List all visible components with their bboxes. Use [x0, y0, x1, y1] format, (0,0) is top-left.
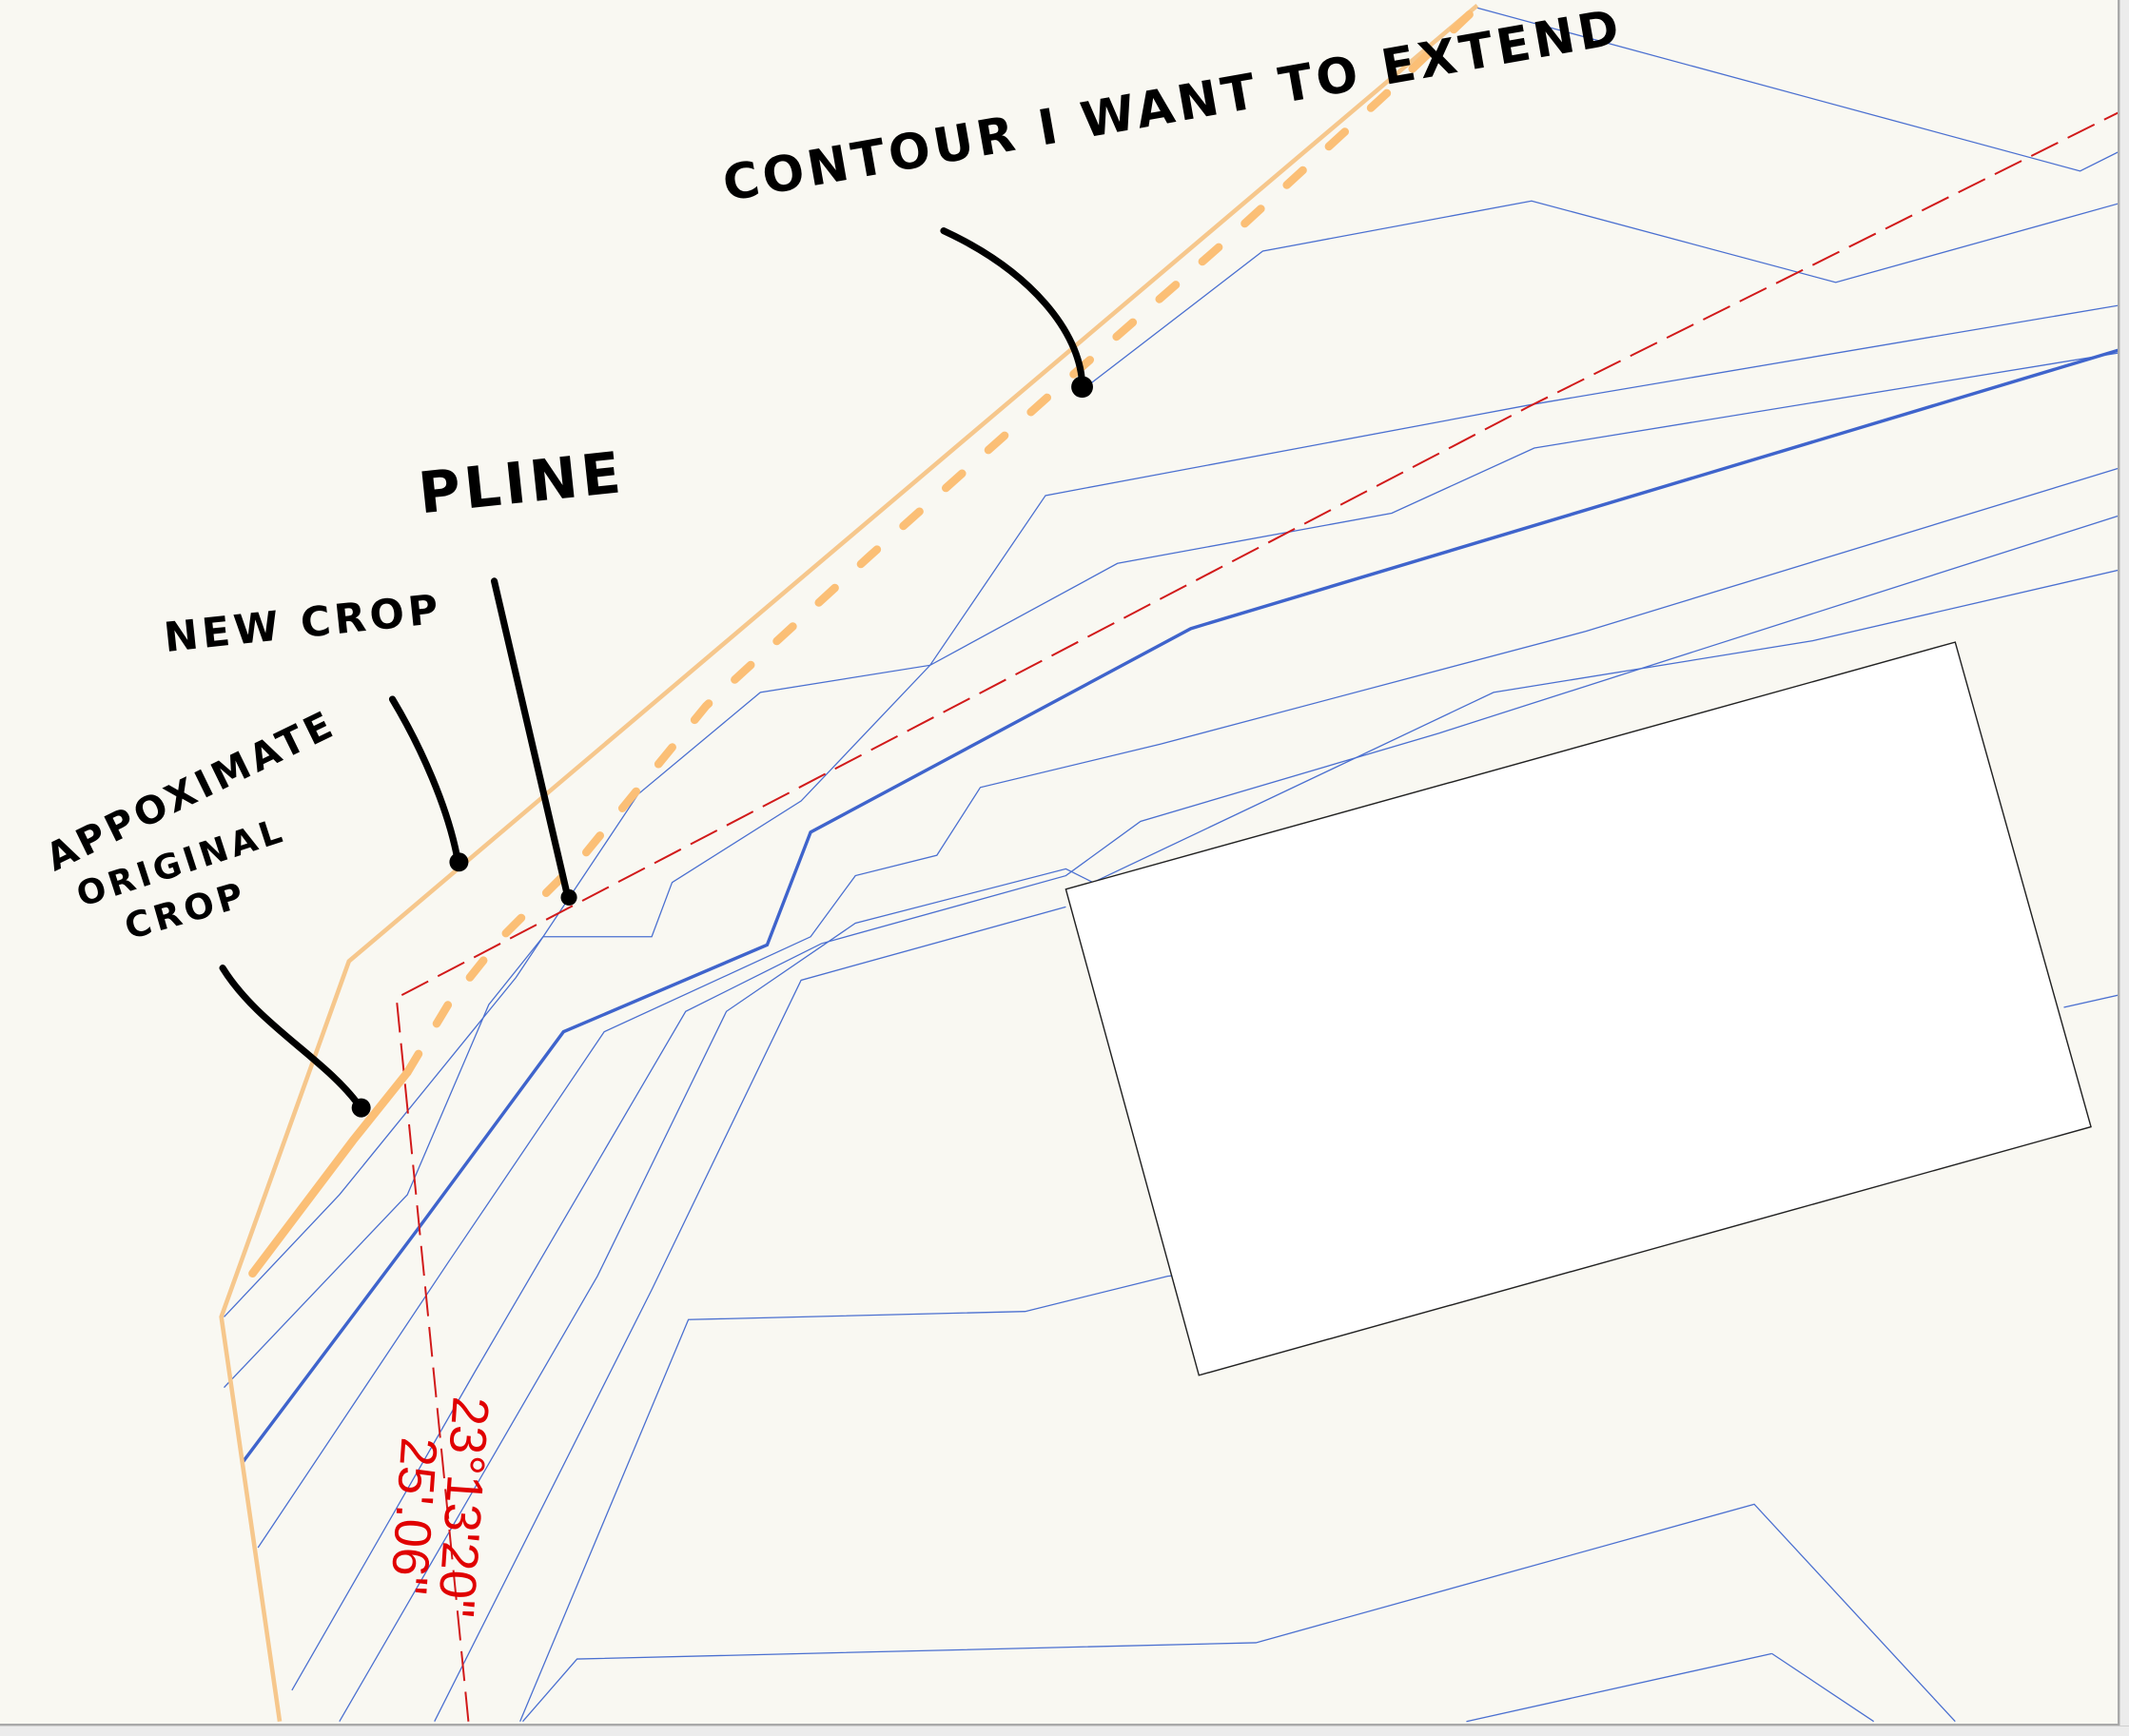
original-crop-leader — [219, 965, 363, 1110]
contour-line[interactable] — [522, 1503, 1956, 1723]
contour-line[interactable] — [339, 569, 2119, 1723]
horizontal-scrollbar[interactable] — [0, 1726, 2129, 1736]
contour-line[interactable] — [519, 1273, 1196, 1722]
contour-annotation: CONTOUR I WANT TO EXTEND — [718, 0, 1627, 213]
pline-annotation: PLINE — [416, 439, 628, 527]
dimension-labels: 23°13'20" 25'.06" — [380, 1395, 499, 1619]
distance-text: 25'.06" — [380, 1435, 447, 1596]
new-crop-boundary[interactable] — [219, 3, 1479, 1723]
contour-line[interactable] — [1466, 1652, 1772, 1723]
contour-line[interactable] — [291, 515, 2119, 1691]
index-contour[interactable] — [240, 348, 2119, 1465]
thin-contours — [224, 6, 2119, 1723]
contour-line[interactable] — [257, 467, 2118, 1549]
vertical-scrollbar[interactable] — [2119, 0, 2129, 1726]
contour-line[interactable] — [434, 906, 1066, 1723]
pline-leader — [490, 577, 572, 900]
leader-dots — [351, 376, 1093, 1118]
new-crop-leader — [388, 695, 461, 864]
property-line[interactable] — [395, 111, 2119, 1722]
contour-line[interactable] — [224, 352, 2119, 1389]
contour-line[interactable] — [1771, 1652, 1875, 1723]
contour-line[interactable] — [1085, 200, 2119, 388]
original-crop-boundary[interactable] — [248, 1068, 412, 1278]
new-crop-annotation: NEW CROP — [162, 586, 444, 662]
building-footprint[interactable] — [1064, 641, 2092, 1376]
contour-line[interactable] — [224, 304, 2119, 1317]
contour-line[interactable] — [1473, 6, 2119, 172]
contour-leader — [940, 227, 1086, 387]
annotation-leaders — [219, 227, 1086, 1110]
contour-line[interactable] — [2063, 994, 2118, 1008]
original-crop-boundary-dashed[interactable] — [402, 7, 1477, 1077]
